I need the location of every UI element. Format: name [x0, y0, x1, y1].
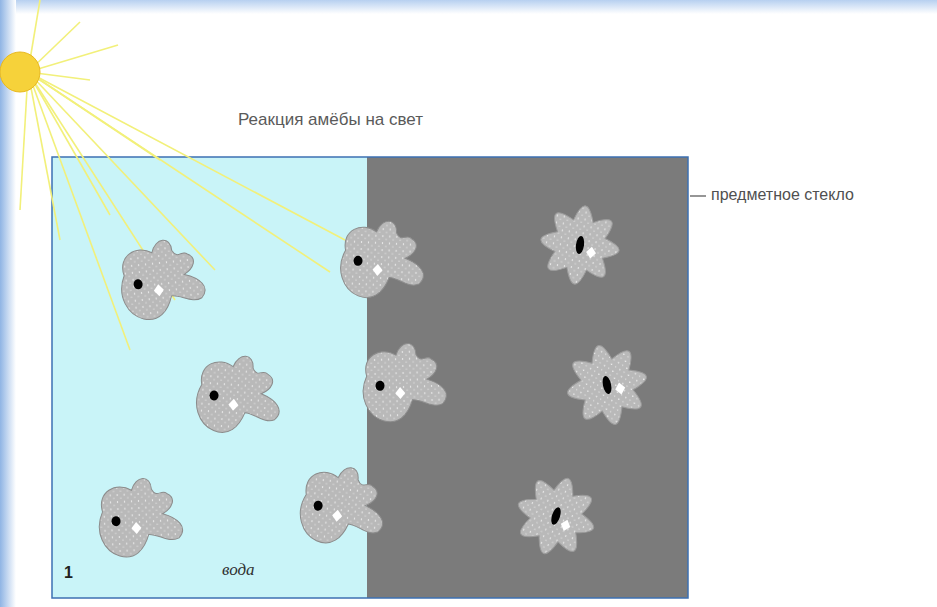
part-label: предметное стекло [711, 185, 854, 204]
callout-number: 1 [64, 563, 73, 582]
diagram-title: Реакция амёбы на свет [238, 110, 423, 130]
region-label: вода [222, 560, 255, 580]
